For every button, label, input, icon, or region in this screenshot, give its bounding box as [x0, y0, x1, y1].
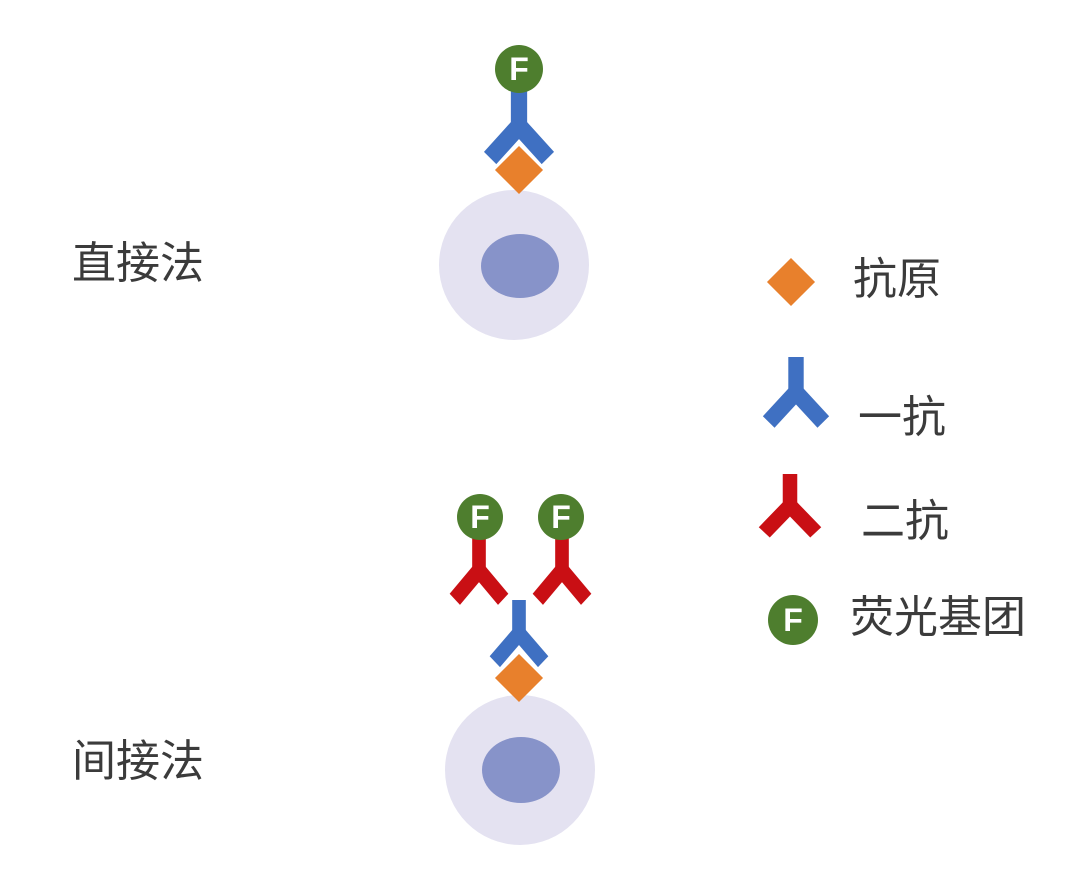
legend-primary-antibody-label: 一抗: [858, 393, 946, 442]
fluorophore-letter: F: [470, 498, 490, 535]
legend-secondary-antibody-icon: [757, 474, 823, 544]
legend-primary-antibody-icon: [761, 357, 831, 435]
cell-nucleus-icon: [481, 234, 559, 298]
fluorophore-icon: F: [538, 494, 584, 540]
legend-antigen-label: 抗原: [853, 255, 941, 304]
cell-body: [445, 695, 595, 845]
secondary-antibody-icon: [531, 536, 593, 612]
legend-fluorophore-icon: F: [768, 595, 818, 645]
primary-antibody-icon: [488, 600, 550, 674]
fluorophore-letter: F: [783, 601, 803, 638]
fluorophore-icon: F: [495, 45, 543, 93]
legend-secondary-antibody-label: 二抗: [861, 497, 949, 546]
primary-antibody-icon: [482, 88, 556, 172]
fluorophore-icon: F: [457, 494, 503, 540]
legend-fluorophore-label: 荧光基团: [850, 593, 1026, 642]
direct-method-label: 直接法: [72, 239, 204, 288]
secondary-antibody-icon: [448, 536, 510, 612]
cell-body: [439, 190, 589, 340]
indirect-method-label: 间接法: [72, 737, 204, 786]
fluorophore-letter: F: [509, 50, 529, 87]
fluorophore-letter: F: [551, 498, 571, 535]
legend-antigen-diamond-icon: [766, 257, 816, 307]
cell-nucleus-icon: [482, 737, 560, 803]
